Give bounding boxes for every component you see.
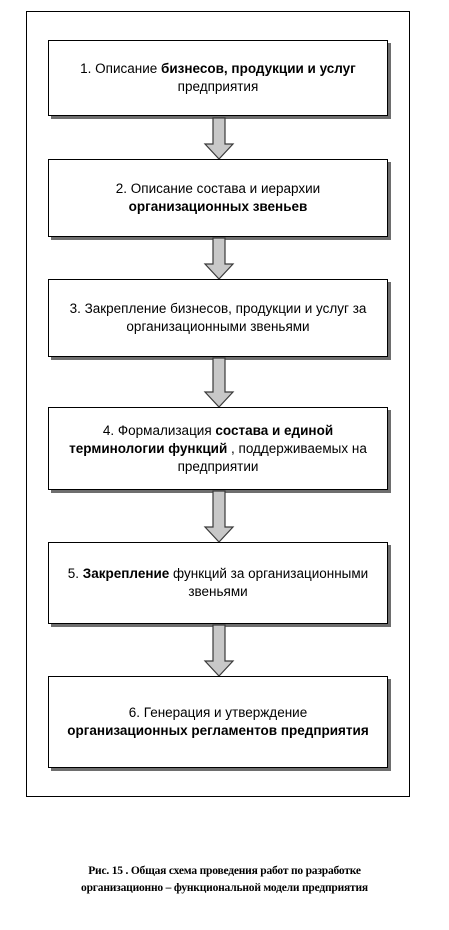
caption-line-1: Рис. 15 . Общая схема проведения работ п…	[88, 865, 361, 877]
arrow-down-3	[203, 357, 235, 408]
step-6-box: 6. Генерация и утверждение организационн…	[48, 676, 388, 768]
step-1-box: 1. Описание бизнесов, продукции и услуг …	[48, 40, 388, 116]
step-4-box: 4. Формализация состава и единой термино…	[48, 407, 388, 490]
step-2-text: 2. Описание состава и иерархии организац…	[115, 181, 321, 214]
step-4-text: 4. Формализация состава и единой термино…	[69, 422, 367, 474]
arrow-down-1	[203, 117, 235, 160]
figure-caption: Рис. 15 . Общая схема проведения работ п…	[0, 863, 449, 897]
step-6-text: 6. Генерация и утверждение организационн…	[67, 705, 369, 738]
arrow-down-5	[203, 624, 235, 677]
step-3-box: 3. Закрепление бизнесов, продукции и усл…	[48, 279, 388, 357]
step-1-text: 1. Описание бизнесов, продукции и услуг …	[80, 61, 356, 94]
step-2-box: 2. Описание состава и иерархии организац…	[48, 159, 388, 237]
step-3-text: 3. Закрепление бизнесов, продукции и усл…	[69, 301, 367, 334]
diagram-frame	[26, 11, 410, 797]
arrow-down-2	[203, 237, 235, 280]
arrow-down-4	[203, 490, 235, 543]
caption-line-2: организационно – функциональной модели п…	[81, 882, 368, 894]
step-5-box: 5. Закрепление функций за организационны…	[48, 542, 388, 624]
step-5-text: 5. Закрепление функций за организационны…	[67, 566, 369, 599]
